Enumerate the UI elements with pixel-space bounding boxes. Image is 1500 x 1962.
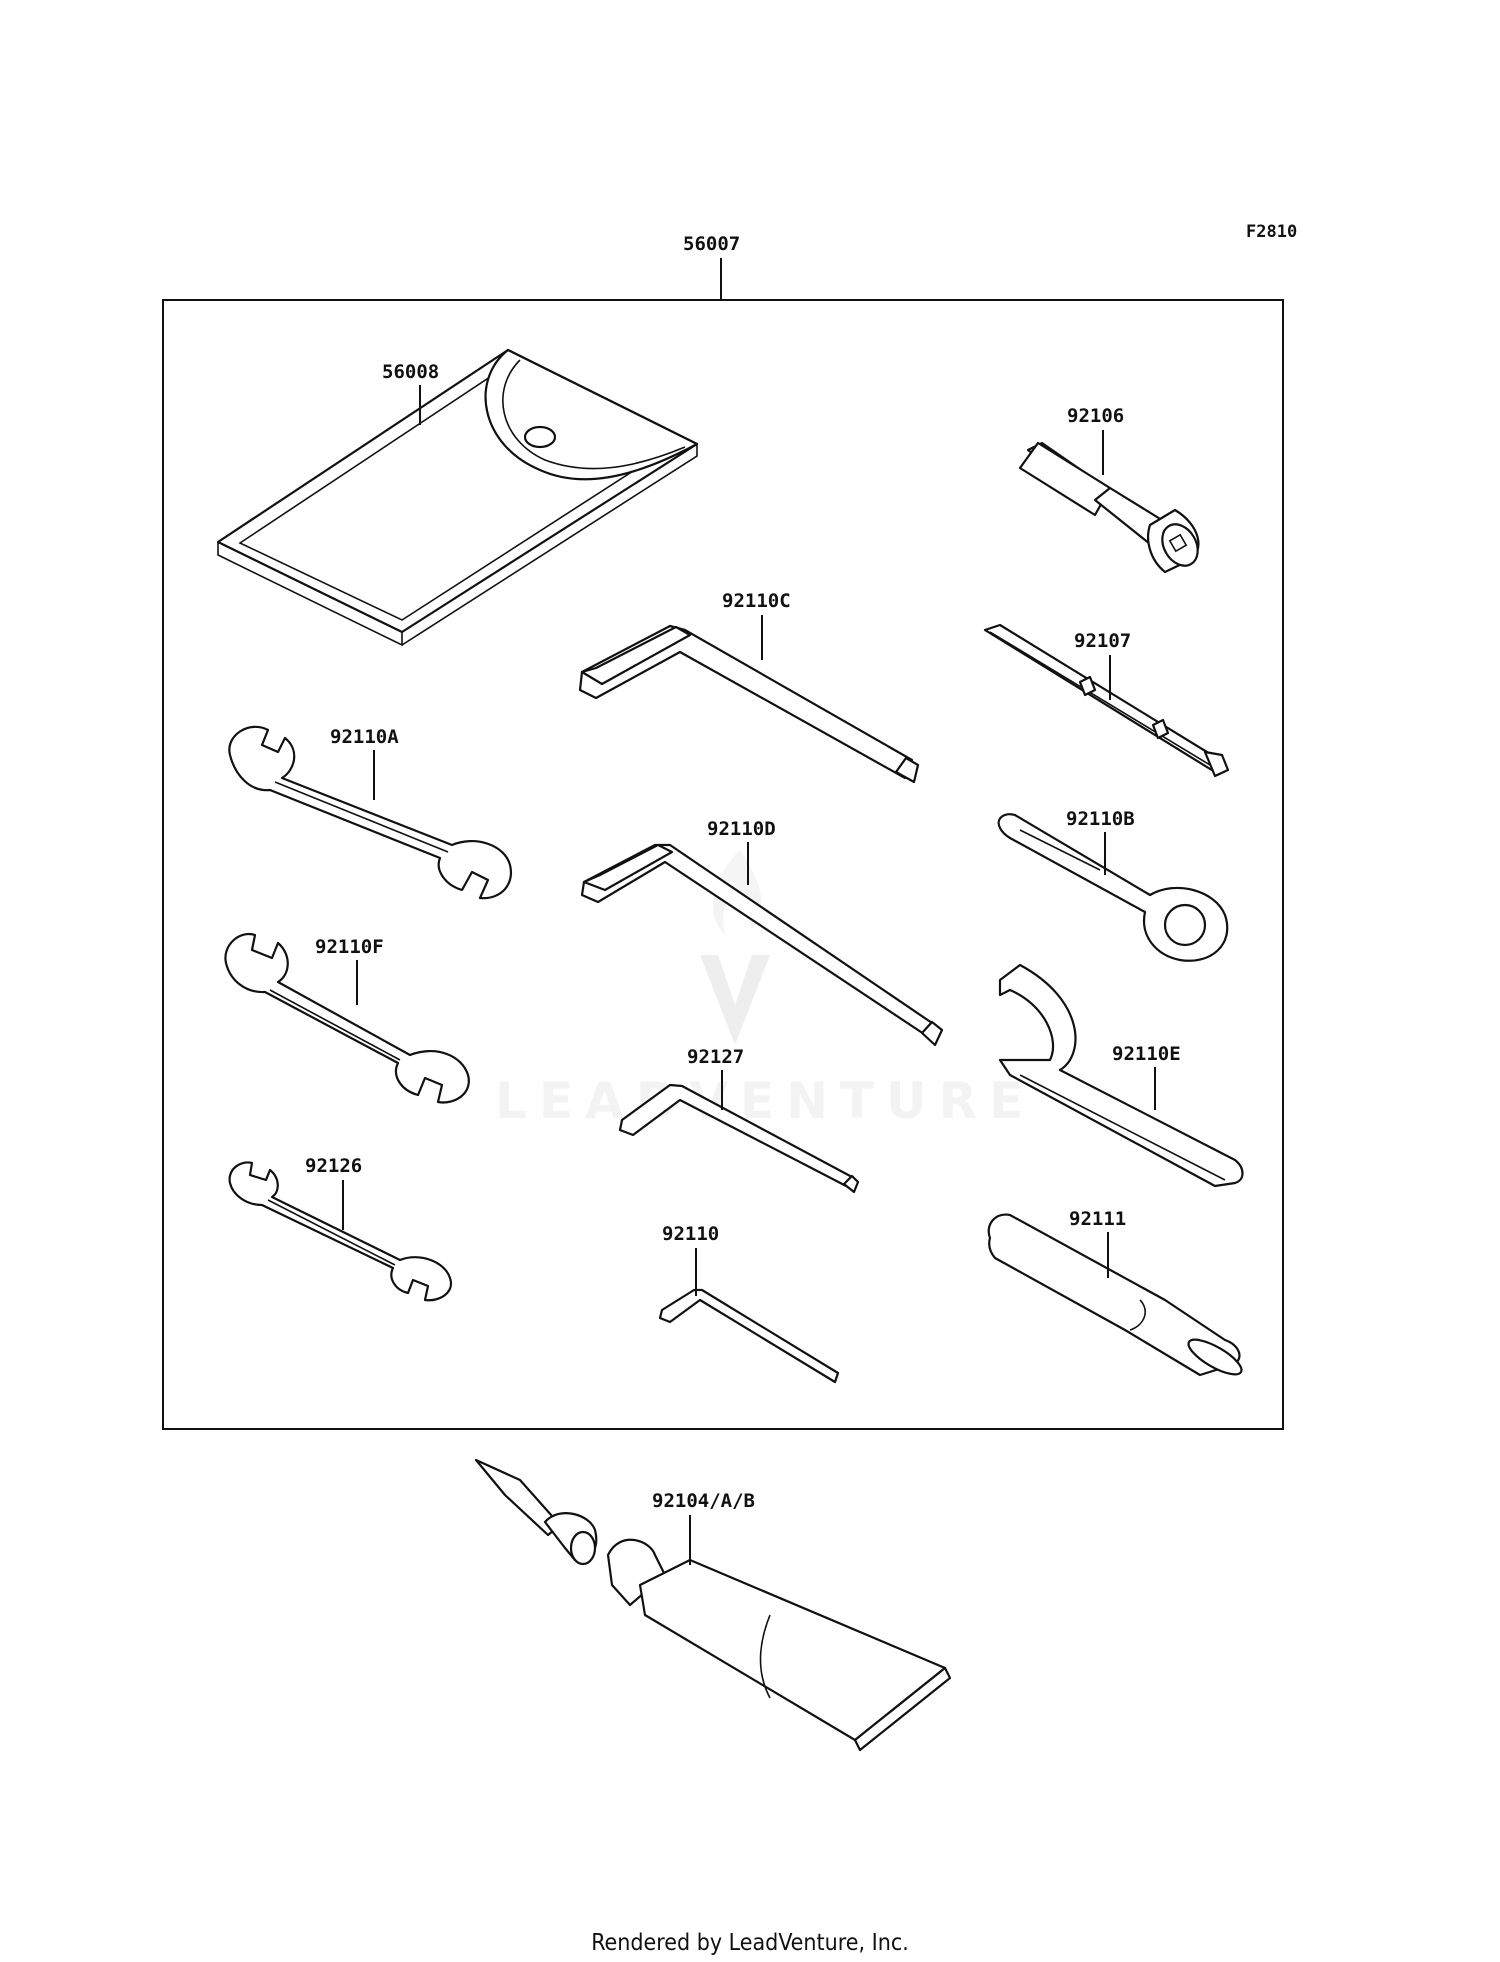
label-92110e[interactable]: 92110E <box>1112 1043 1181 1065</box>
socket-tool <box>1018 441 1200 574</box>
tube-handle <box>987 1213 1243 1377</box>
hex-key-92127 <box>618 1083 860 1194</box>
ring-wrench-92110b <box>997 813 1229 962</box>
label-92127[interactable]: 92127 <box>687 1046 744 1068</box>
label-92110[interactable]: 92110 <box>662 1223 719 1245</box>
open-wrench-92110a <box>228 725 513 900</box>
open-wrench-92110f <box>224 932 470 1104</box>
watermark-text: LEADVENTURE <box>495 1072 1035 1130</box>
hex-key-92110c <box>578 624 920 784</box>
screwdriver-bit <box>983 623 1230 778</box>
label-92110a[interactable]: 92110A <box>330 726 399 748</box>
label-56008[interactable]: 56008 <box>382 361 439 383</box>
label-92110d[interactable]: 92110D <box>707 818 776 840</box>
label-92111[interactable]: 92111 <box>1069 1208 1126 1230</box>
tool-pouch <box>216 348 699 647</box>
label-92126[interactable]: 92126 <box>305 1155 362 1177</box>
label-92106[interactable]: 92106 <box>1067 405 1124 427</box>
kit-frame <box>162 299 1284 1430</box>
watermark-logo: LEADVENTURE <box>495 850 1035 1130</box>
label-92107[interactable]: 92107 <box>1074 630 1131 652</box>
footer-credit: Rendered by LeadVenture, Inc. <box>591 1930 909 1956</box>
label-56007[interactable]: 56007 <box>683 233 740 255</box>
label-92104-a-b[interactable]: 92104/A/B <box>652 1490 755 1512</box>
hook-wrench-92110e <box>998 963 1244 1188</box>
label-92110f[interactable]: 92110F <box>315 936 384 958</box>
label-92110c[interactable]: 92110C <box>722 590 791 612</box>
hex-key-92110d <box>580 843 944 1047</box>
open-wrench-92126 <box>228 1161 453 1302</box>
figure-code: F2810 <box>1246 222 1297 242</box>
hex-key-92110 <box>658 1288 840 1384</box>
grease-tube <box>474 1458 952 1752</box>
label-92110b[interactable]: 92110B <box>1066 808 1135 830</box>
